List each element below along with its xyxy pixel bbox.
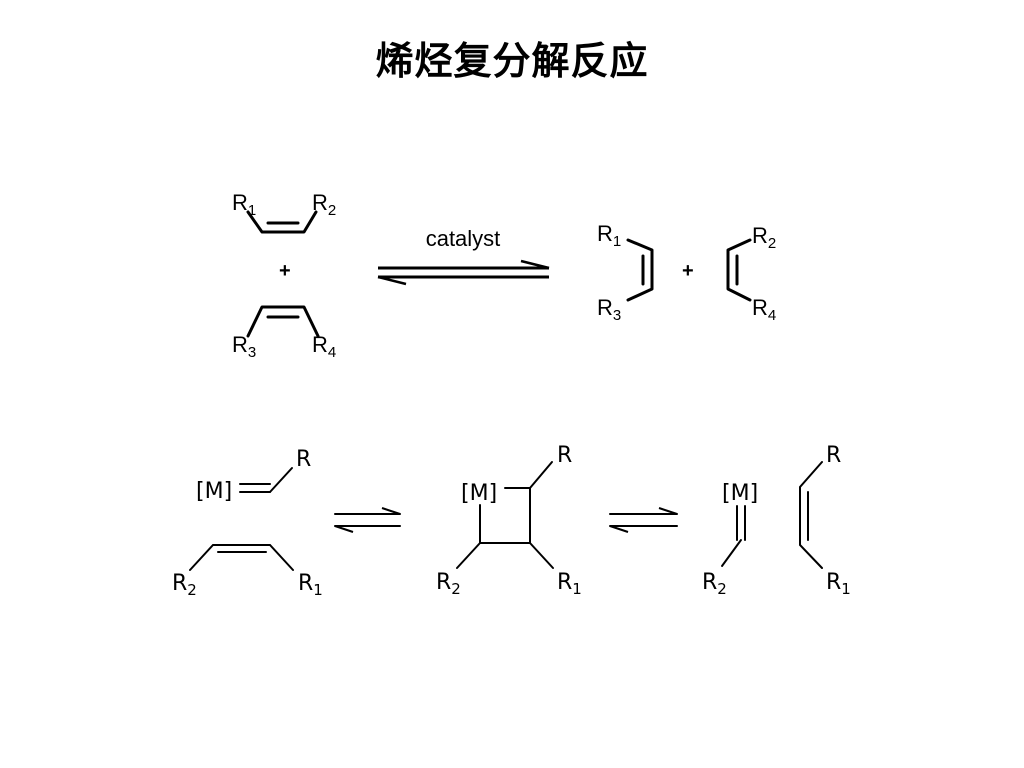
- forward-arrow-head: [520, 259, 550, 270]
- reverse-arrow-head: [377, 275, 407, 286]
- equilibrium-arrow-catalyst: catalyst: [377, 226, 550, 286]
- catalyst-label: catalyst: [426, 226, 501, 251]
- mechanism-equilibrium-arrow-2: [609, 507, 678, 533]
- product-carbene-r2-bond: [721, 539, 742, 567]
- reactant-1-r1-label: R1: [232, 190, 256, 219]
- product-1-bond: [626, 238, 654, 302]
- mech-arrow-1-forward-head: [381, 507, 401, 515]
- reactant-2: R3 R4: [232, 305, 336, 361]
- product-olefin-r1-label: R1: [826, 570, 851, 598]
- mech-arrow-2-reverse-head: [609, 525, 629, 533]
- reactant-1-bond: [246, 210, 318, 234]
- product-olefin: R R1: [799, 443, 851, 598]
- reactant-1-r2-label: R2: [312, 190, 336, 219]
- metallacycle-r-bond: [529, 461, 553, 489]
- metallacycle-r1-label: R1: [557, 570, 582, 598]
- product-2: R2 R4: [726, 223, 776, 324]
- metallacyclobutane: [M] R R2 R1: [436, 443, 582, 598]
- reactant-2-bond: [246, 305, 320, 338]
- carbene-r-label: R: [296, 447, 311, 472]
- product-2-r4-label: R4: [752, 295, 776, 324]
- mechanism-equilibrium-arrow-1: [334, 507, 401, 533]
- product-metal-carbene: [M] R2: [702, 481, 758, 598]
- slide-title: 烯烃复分解反应: [375, 41, 649, 83]
- olefin-bond: [189, 544, 294, 571]
- metallacycle-metal-label: [M]: [461, 481, 497, 506]
- mech-arrow-2-forward-head: [658, 507, 678, 515]
- reactant-2-r4-label: R4: [312, 332, 336, 361]
- product-olefin-bond: [799, 461, 823, 569]
- mechanism-olefin: R2 R1: [172, 544, 323, 599]
- product-2-r2-label: R2: [752, 223, 776, 252]
- metallacycle-r-label: R: [557, 443, 572, 468]
- mech-arrow-1-reverse-head: [334, 525, 354, 533]
- metallacycle-r2-label: R2: [436, 570, 461, 598]
- plus-sign-right: +: [682, 260, 694, 282]
- metal-carbene: [M] R: [196, 447, 311, 504]
- product-olefin-r-label: R: [826, 443, 841, 468]
- product-carbene-metal-label: [M]: [722, 481, 758, 506]
- product-1: R1 R3: [597, 221, 654, 324]
- product-carbene-r2-label: R2: [702, 570, 727, 598]
- product-1-r1-label: R1: [597, 221, 621, 250]
- metallacycle-r1-bond: [529, 542, 554, 569]
- carbene-metal-label: [M]: [196, 479, 232, 504]
- reactant-2-r3-label: R3: [232, 332, 256, 361]
- olefin-r1-label: R1: [298, 571, 323, 599]
- carbene-r-bond: [269, 467, 293, 493]
- reactant-1: R1 R2: [232, 190, 336, 234]
- product-1-r3-label: R3: [597, 295, 621, 324]
- plus-sign-left: +: [279, 260, 291, 282]
- metallacycle-r2-bond: [456, 542, 481, 569]
- olefin-r2-label: R2: [172, 571, 197, 599]
- product-2-bond: [726, 238, 752, 302]
